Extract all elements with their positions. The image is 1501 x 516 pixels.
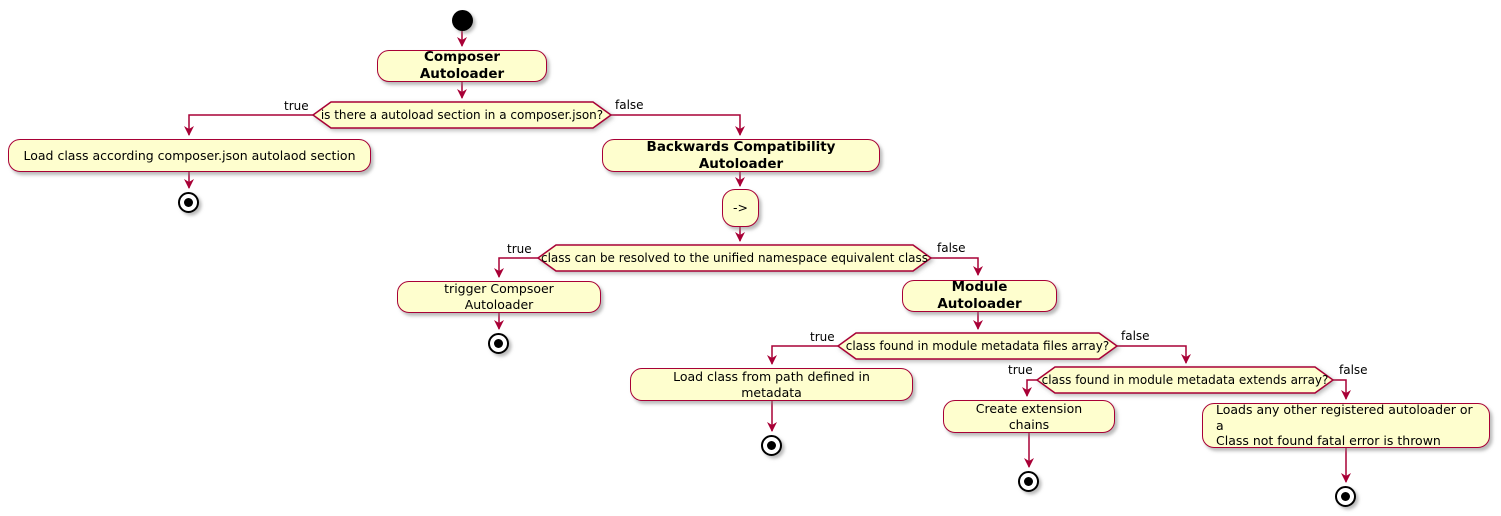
activity-trigger-composer: trigger Compsoer Autoloader (397, 281, 601, 313)
end-node-create-chains (1018, 471, 1039, 492)
edge-label-false-decision3: false (1121, 329, 1150, 343)
edge-label-false-decision2: false (937, 241, 966, 255)
start-node (452, 10, 473, 31)
edge-decision2-false (931, 257, 983, 276)
edge-decision3-false (1117, 345, 1191, 364)
edge-decision4-false (1333, 379, 1351, 400)
activity-load-from-metadata: Load class from path defined in metadata (630, 368, 913, 401)
end-node-dot (767, 441, 776, 450)
end-node-dot (1024, 477, 1033, 486)
activity-backwards-compat-autoloader: Backwards Compatibility Autoloader (602, 139, 880, 172)
activity-step-arrow: -> (722, 189, 759, 227)
end-node-dot (184, 198, 193, 207)
edge-label-true-decision3: true (810, 330, 835, 344)
end-node-trigger-composer (488, 333, 509, 354)
activity-composer-autoloader: Composer Autoloader (377, 49, 547, 82)
end-node-dot (1341, 492, 1350, 501)
end-node-load-composer (178, 192, 199, 213)
end-node-load-metadata (761, 435, 782, 456)
edge-decision1-false (611, 114, 745, 136)
activity-load-composer-class: Load class according composer.json autol… (8, 139, 371, 172)
edge-label-false-decision1: false (615, 98, 644, 112)
edge-decision3-true (767, 345, 838, 365)
decision-unified-namespace-shape (536, 244, 933, 272)
edge-decision2-true (494, 257, 538, 278)
edge-decision4-true (1022, 379, 1037, 397)
decision-extends-array-shape (1035, 366, 1335, 394)
end-node-fallback (1335, 486, 1356, 507)
edge-label-false-decision4: false (1339, 363, 1368, 377)
decision-autoload-section-shape (311, 101, 613, 129)
edge-decision1-true (184, 114, 313, 136)
end-node-dot (494, 339, 503, 348)
activity-module-autoloader: Module Autoloader (902, 279, 1057, 312)
edge-label-true-decision2: true (507, 242, 532, 256)
activity-fallback-autoloader: Loads any other registered autoloader or… (1202, 402, 1490, 448)
decision-files-array-shape (836, 332, 1119, 360)
activity-create-extension-chains: Create extension chains (943, 400, 1115, 433)
edge-label-true-decision4: true (1008, 363, 1033, 377)
edge-label-true-decision1: true (284, 99, 309, 113)
